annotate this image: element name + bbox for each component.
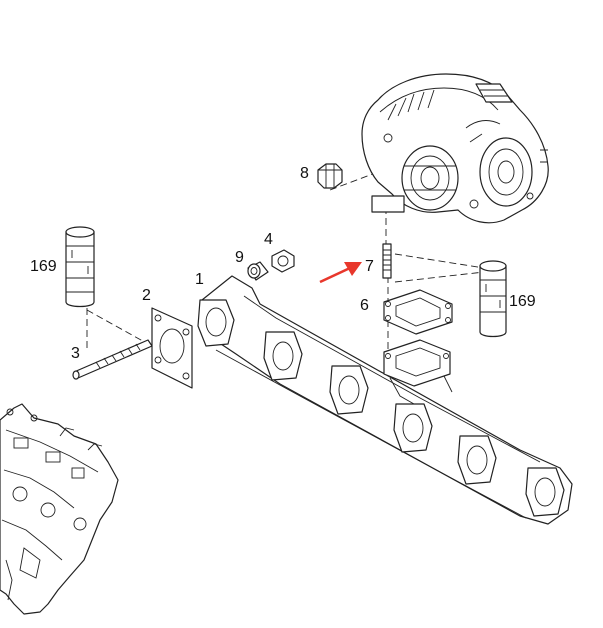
- callout-part-169-right: 169: [509, 293, 536, 310]
- spacer-sleeve: [247, 261, 269, 281]
- callout-part-8: 8: [300, 165, 309, 182]
- callout-part-169-left: 169: [30, 258, 57, 275]
- sealant-tube-left: [65, 226, 95, 308]
- callout-part-4: 4: [264, 231, 273, 248]
- callout-part-6: 6: [360, 297, 369, 314]
- manifold-flanges: [197, 299, 565, 517]
- callout-part-3: 3: [71, 345, 80, 362]
- exhaust-manifold: [197, 275, 573, 525]
- highlight-arrow: [319, 262, 362, 284]
- hex-nut: [271, 249, 295, 273]
- turbocharger: [361, 73, 549, 224]
- turbo-stud: [382, 243, 392, 279]
- turbo-nut: [317, 163, 343, 189]
- callout-part-2: 2: [142, 287, 151, 304]
- callout-part-7: 7: [365, 258, 374, 275]
- sealant-tube-right: [479, 260, 507, 338]
- turbo-gasket: [383, 289, 453, 335]
- stud: [72, 339, 153, 380]
- callout-part-9: 9: [235, 249, 244, 266]
- cylinder-head: [0, 403, 119, 615]
- callout-part-1: 1: [195, 271, 204, 288]
- callout-labels: 1 2 3 4 6 7 8 9 169 169: [30, 165, 536, 362]
- manifold-gasket: [151, 307, 193, 389]
